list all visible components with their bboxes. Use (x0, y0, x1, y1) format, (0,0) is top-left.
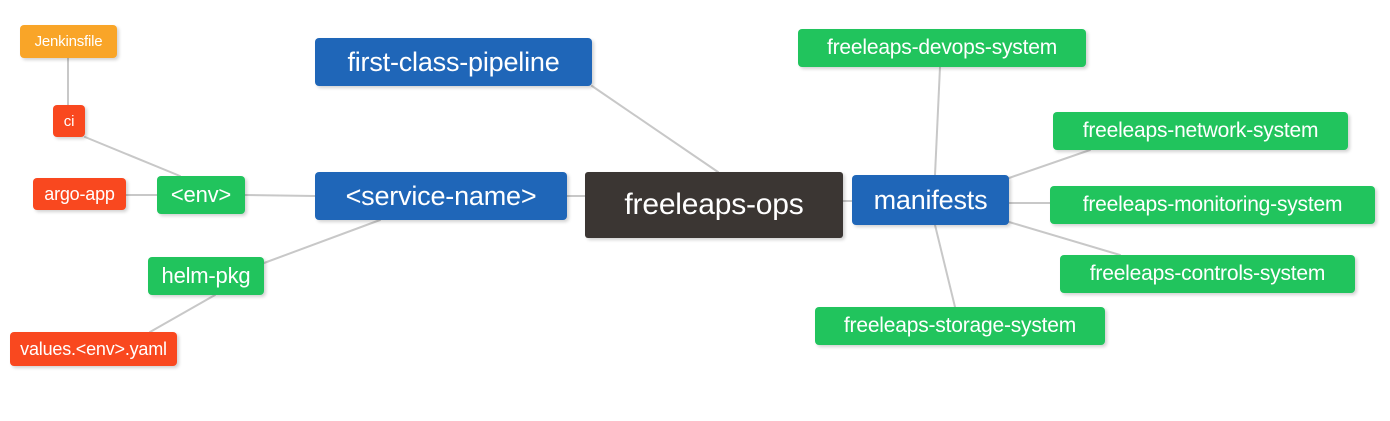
edge-manifests-to-storage-system (934, 224, 956, 308)
node-label: <service-name> (345, 180, 537, 211)
node-monitoring-system[interactable]: freeleaps-monitoring-system (1050, 186, 1375, 224)
edge-manifests-to-network-system (1008, 149, 1091, 179)
node-label: values.<env>.yaml (20, 338, 167, 359)
node-label: ci (63, 112, 75, 130)
edge-manifests-to-controls-system (1008, 221, 1121, 256)
edge-ci-to-env (84, 136, 181, 177)
edge-values-yaml-to-helm-pkg (149, 294, 216, 333)
node-values-yaml[interactable]: values.<env>.yaml (10, 332, 177, 366)
node-jenkinsfile[interactable]: Jenkinsfile (20, 25, 117, 58)
node-label: freeleaps-devops-system (827, 36, 1057, 59)
node-label: manifests (873, 184, 988, 215)
node-root[interactable]: freeleaps-ops (585, 172, 843, 238)
node-controls-system[interactable]: freeleaps-controls-system (1060, 255, 1355, 293)
node-env[interactable]: <env> (157, 176, 245, 214)
node-label: first-class-pipeline (347, 46, 560, 77)
node-helm-pkg[interactable]: helm-pkg (148, 257, 264, 295)
node-storage-system[interactable]: freeleaps-storage-system (815, 307, 1105, 345)
node-label: freeleaps-controls-system (1089, 262, 1326, 285)
node-label: freeleaps-monitoring-system (1082, 193, 1343, 216)
edge-manifests-to-devops-system (934, 66, 941, 176)
node-label: Jenkinsfile (34, 33, 103, 50)
edge-helm-pkg-to-service-name (263, 219, 381, 264)
node-label: freeleaps-storage-system (843, 314, 1077, 337)
node-label: <env> (170, 182, 232, 207)
node-network-system[interactable]: freeleaps-network-system (1053, 112, 1348, 150)
edge-first-class-pipeline-to-root (591, 85, 719, 173)
node-label: helm-pkg (161, 263, 251, 288)
node-ci[interactable]: ci (53, 105, 85, 137)
node-first-class-pipeline[interactable]: first-class-pipeline (315, 38, 592, 86)
node-label: argo-app (44, 183, 115, 204)
node-label: freeleaps-network-system (1082, 119, 1319, 142)
node-label: freeleaps-ops (624, 188, 804, 221)
node-manifests[interactable]: manifests (852, 175, 1009, 225)
edge-env-to-service-name (244, 194, 316, 197)
node-argo-app[interactable]: argo-app (33, 178, 126, 210)
node-service-name[interactable]: <service-name> (315, 172, 567, 220)
node-devops-system[interactable]: freeleaps-devops-system (798, 29, 1086, 67)
